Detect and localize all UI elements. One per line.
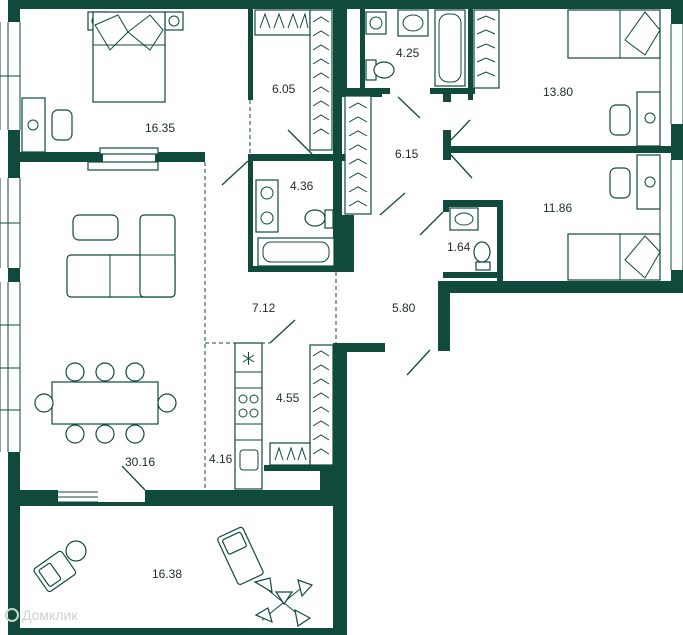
corridor-1-wardrobe <box>344 95 372 215</box>
wardrobe-1-furniture <box>254 9 333 151</box>
area-label-living-room: 30.16 <box>125 455 155 469</box>
windows <box>0 22 683 503</box>
bathroom-2-furniture <box>255 179 335 267</box>
area-label-wardrobe-1: 6.05 <box>272 82 296 96</box>
bedroom-2-furniture <box>567 9 661 147</box>
area-label-bathroom-1: 4.25 <box>396 46 420 60</box>
area-label-hall: 7.12 <box>252 301 276 315</box>
area-label-bedroom-3: 11.86 <box>543 201 572 215</box>
watermark: Домклик <box>5 607 78 623</box>
living-room-furniture <box>34 161 177 444</box>
area-label-corridor-1: 6.15 <box>395 147 419 161</box>
kitchen-furniture <box>234 342 263 490</box>
interior-walls <box>8 0 671 502</box>
balcony-furniture <box>20 502 333 632</box>
zone-dividers <box>204 100 337 490</box>
area-label-toilet: 1.64 <box>447 240 471 254</box>
plant-icon <box>253 577 314 628</box>
doors <box>121 96 473 491</box>
area-label-balcony: 16.38 <box>152 567 182 581</box>
area-label-bedroom-1: 16.35 <box>145 121 175 135</box>
area-label-wardrobe-2: 4.55 <box>276 391 300 405</box>
bedroom-1-furniture <box>21 11 184 155</box>
area-label-bathroom-2: 4.36 <box>290 179 314 193</box>
bedroom-3-furniture <box>567 154 661 281</box>
watermark-text: Домклик <box>22 607 78 623</box>
bathroom-1-furniture <box>365 9 500 89</box>
room-labels: 16.35 6.05 4.25 13.80 6.15 4.36 11.86 1.… <box>125 46 573 581</box>
area-label-kitchen: 4.16 <box>209 452 233 466</box>
area-label-corridor-2: 5.80 <box>392 301 416 315</box>
toilet-furniture <box>449 207 491 271</box>
wardrobe-2-furniture <box>269 344 334 466</box>
area-label-bedroom-2: 13.80 <box>543 85 573 99</box>
